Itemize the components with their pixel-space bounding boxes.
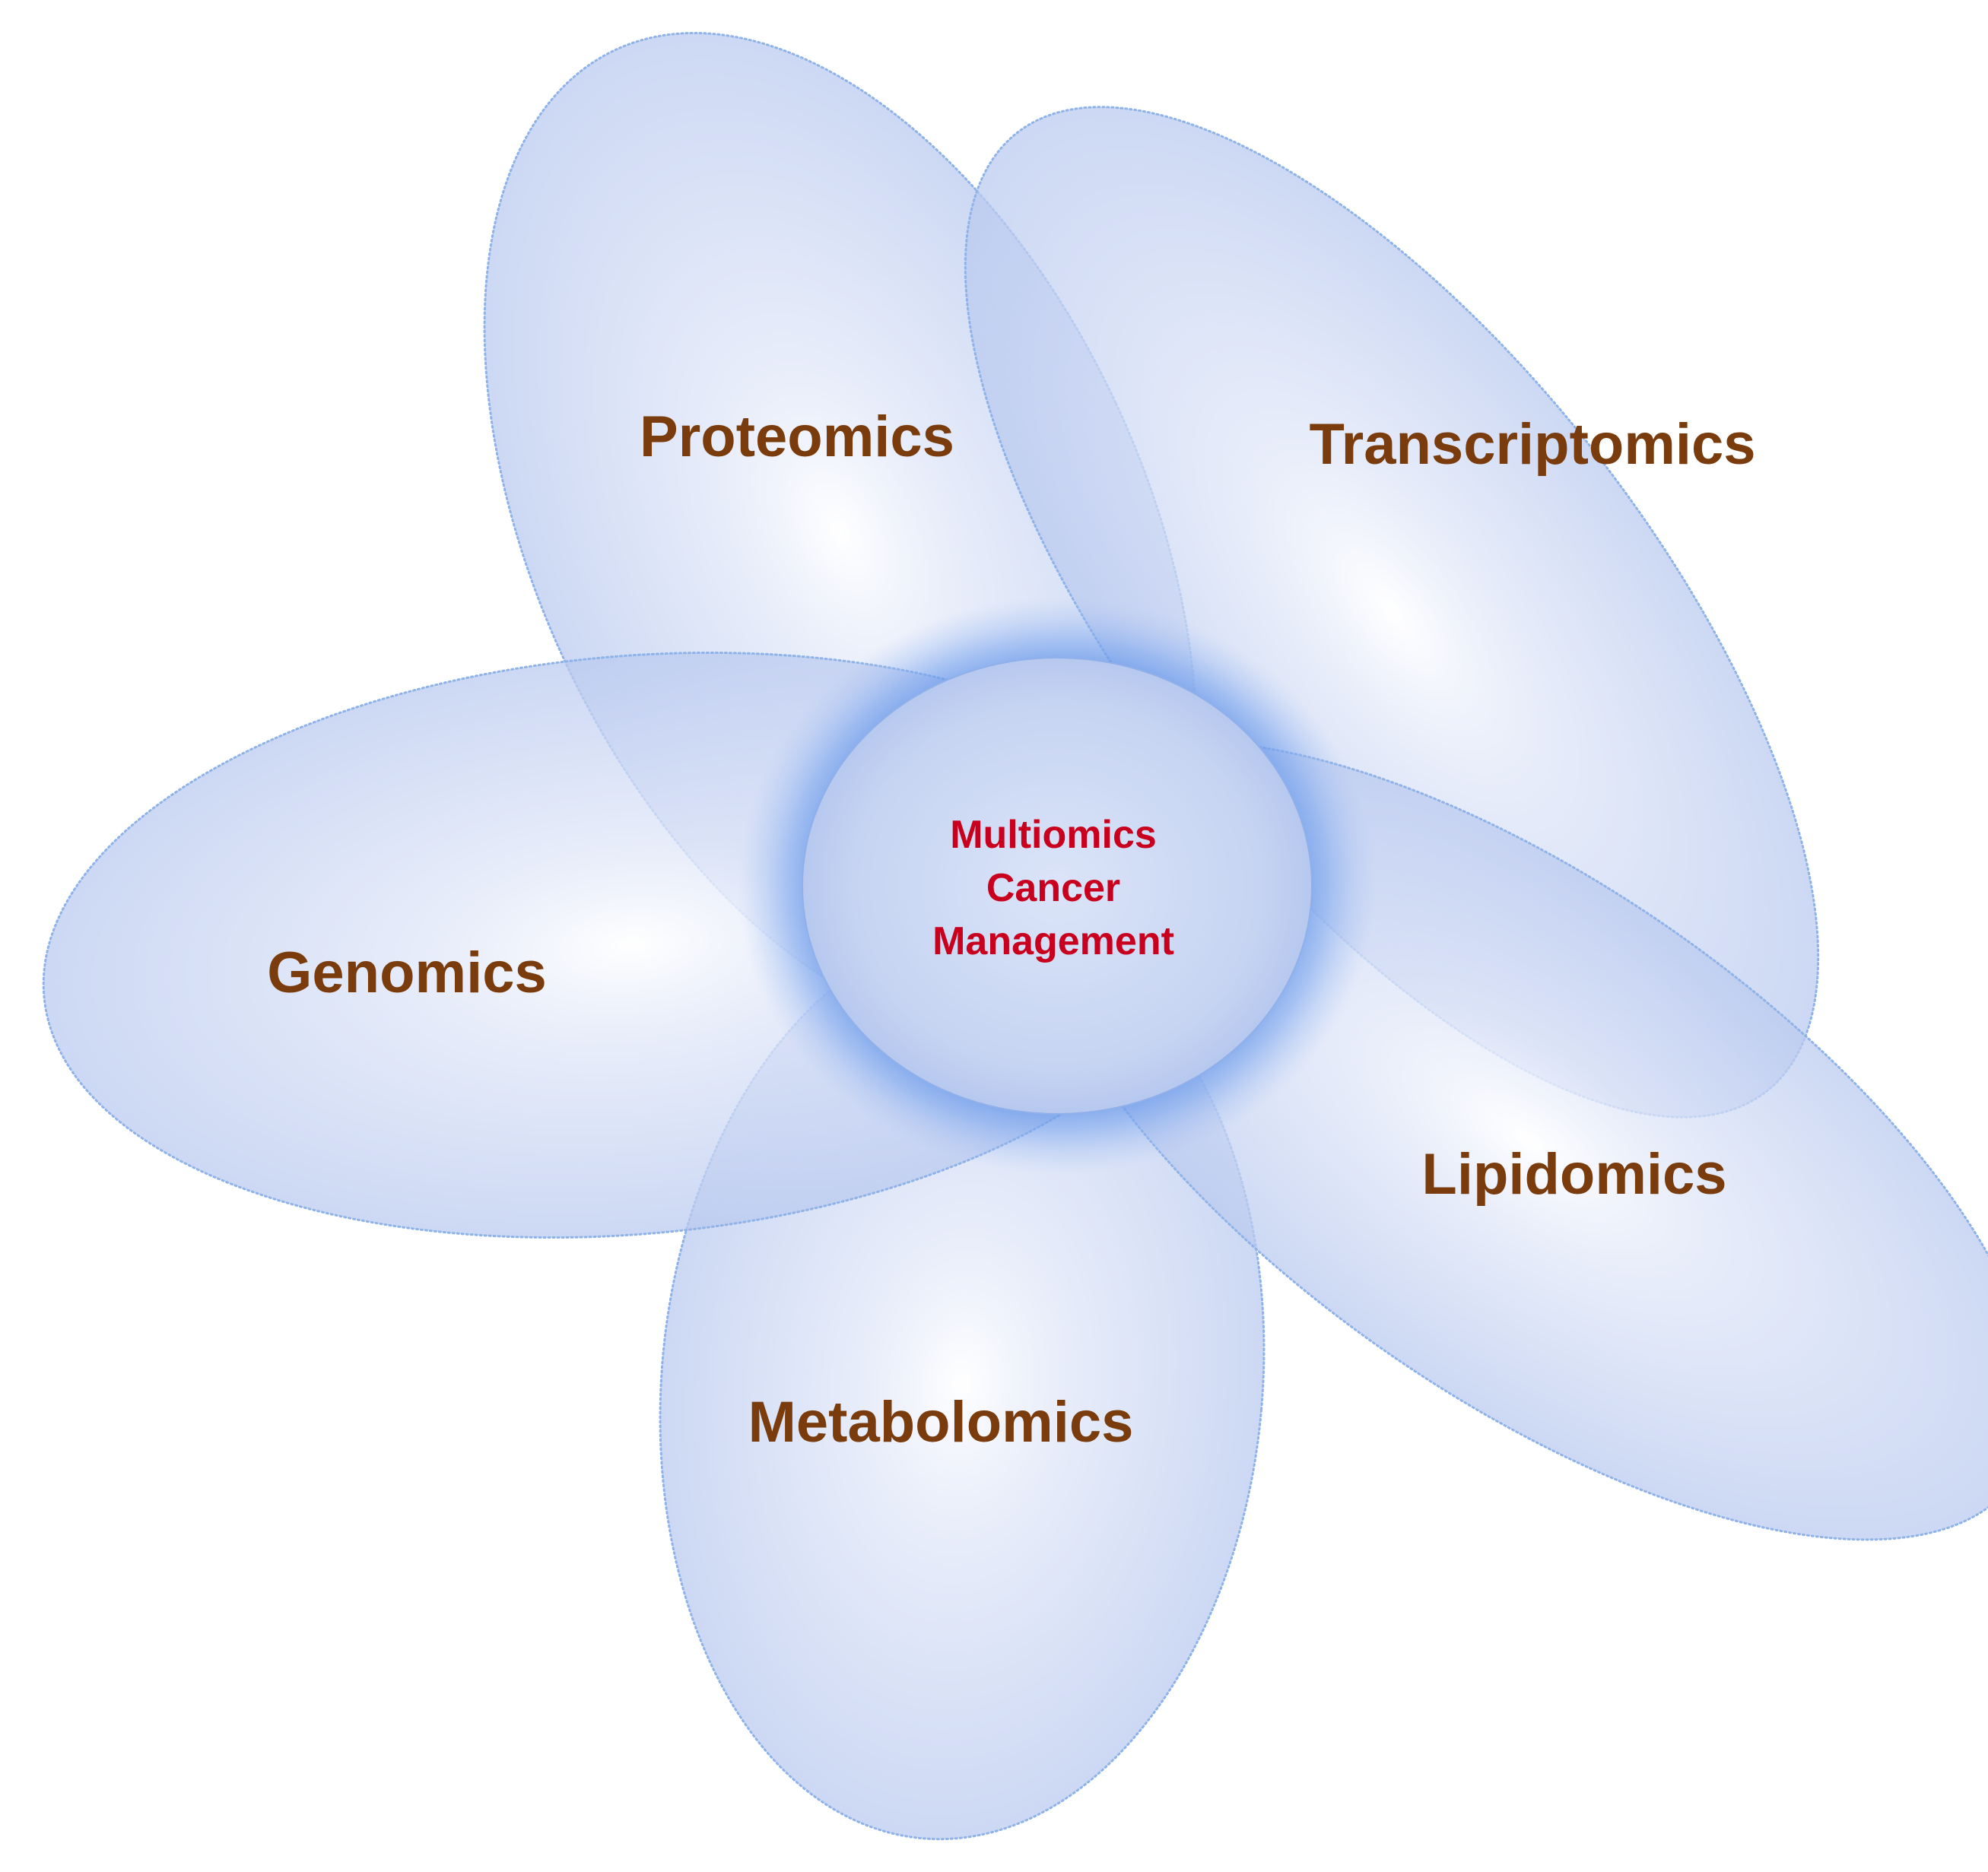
label-metabolomics: Metabolomics [748,1390,1134,1455]
label-genomics: Genomics [267,941,546,1005]
label-transcriptomics: Transcriptomics [1309,412,1755,477]
center-label-line-2: Cancer [986,866,1120,910]
label-lipidomics: Lipidomics [1421,1142,1726,1207]
center-hub [738,597,1377,1175]
center-circle [802,657,1313,1115]
label-proteomics: Proteomics [640,405,954,469]
center-label-line-1: Multiomics [950,813,1157,857]
center-label-line-3: Management [932,919,1174,963]
